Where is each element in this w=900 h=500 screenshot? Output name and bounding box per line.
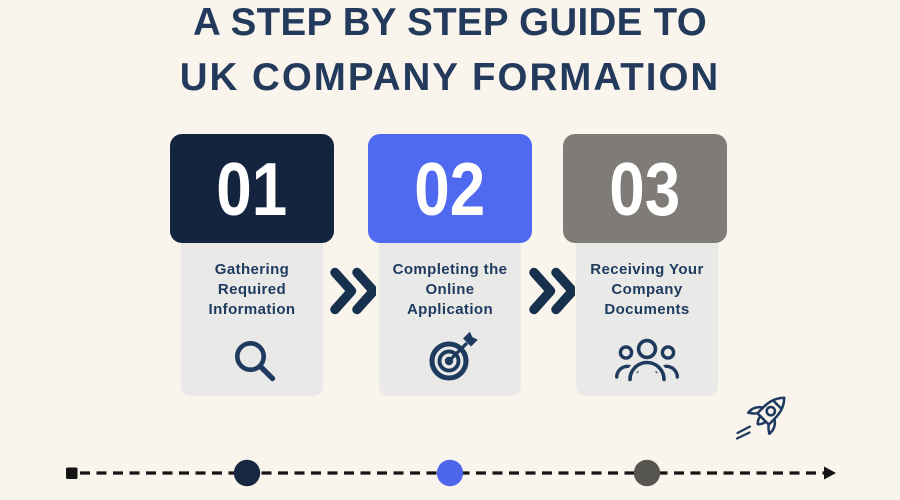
step-number-2-text: 02	[414, 146, 486, 231]
step-label-1: Gathering Required Information	[181, 260, 323, 320]
chevron-double-icon-1	[330, 267, 379, 315]
timeline	[66, 459, 836, 487]
step-number-2: 02	[368, 134, 532, 243]
step-number-3-text: 03	[609, 146, 681, 231]
step-label-3-line-3: Documents	[604, 301, 690, 318]
step-label-2-line-3: Application	[406, 301, 494, 318]
step-number-1: 01	[170, 134, 334, 243]
step-label-2-line-2: Online	[425, 281, 475, 298]
step-label-2: Completing the Online Application	[379, 260, 521, 320]
timeline-dot-3	[633, 459, 661, 487]
target-icon	[423, 327, 479, 388]
rocket-icon	[726, 384, 798, 450]
timeline-arrowhead	[824, 466, 836, 480]
page-title-line-1: A STEP BY STEP GUIDE TO	[193, 1, 707, 44]
timeline-dot-2	[436, 459, 464, 487]
step-label-1-line-3: Information	[208, 301, 296, 318]
step-label-2-line-1: Completing the	[392, 261, 508, 278]
timeline-dot-1	[233, 459, 261, 487]
step-number-1-text: 01	[216, 146, 288, 231]
step-label-3-line-2: Company	[611, 281, 683, 298]
step-number-3: 03	[563, 134, 727, 243]
page-title-line-2: UK COMPANY FORMATION	[179, 56, 721, 99]
timeline-start-marker	[66, 467, 78, 479]
step-label-3: Receiving Your Company Documents	[576, 260, 718, 320]
step-label-1-line-1: Gathering	[214, 261, 290, 278]
step-label-3-line-1: Receiving Your	[590, 261, 704, 278]
page-title: A STEP BY STEP GUIDE TO UK COMPANY FORMA…	[0, 0, 900, 105]
search-icon	[231, 337, 277, 388]
team-icon	[615, 336, 679, 387]
chevron-double-icon-2	[529, 267, 578, 315]
step-label-1-line-2: Required	[217, 281, 287, 298]
